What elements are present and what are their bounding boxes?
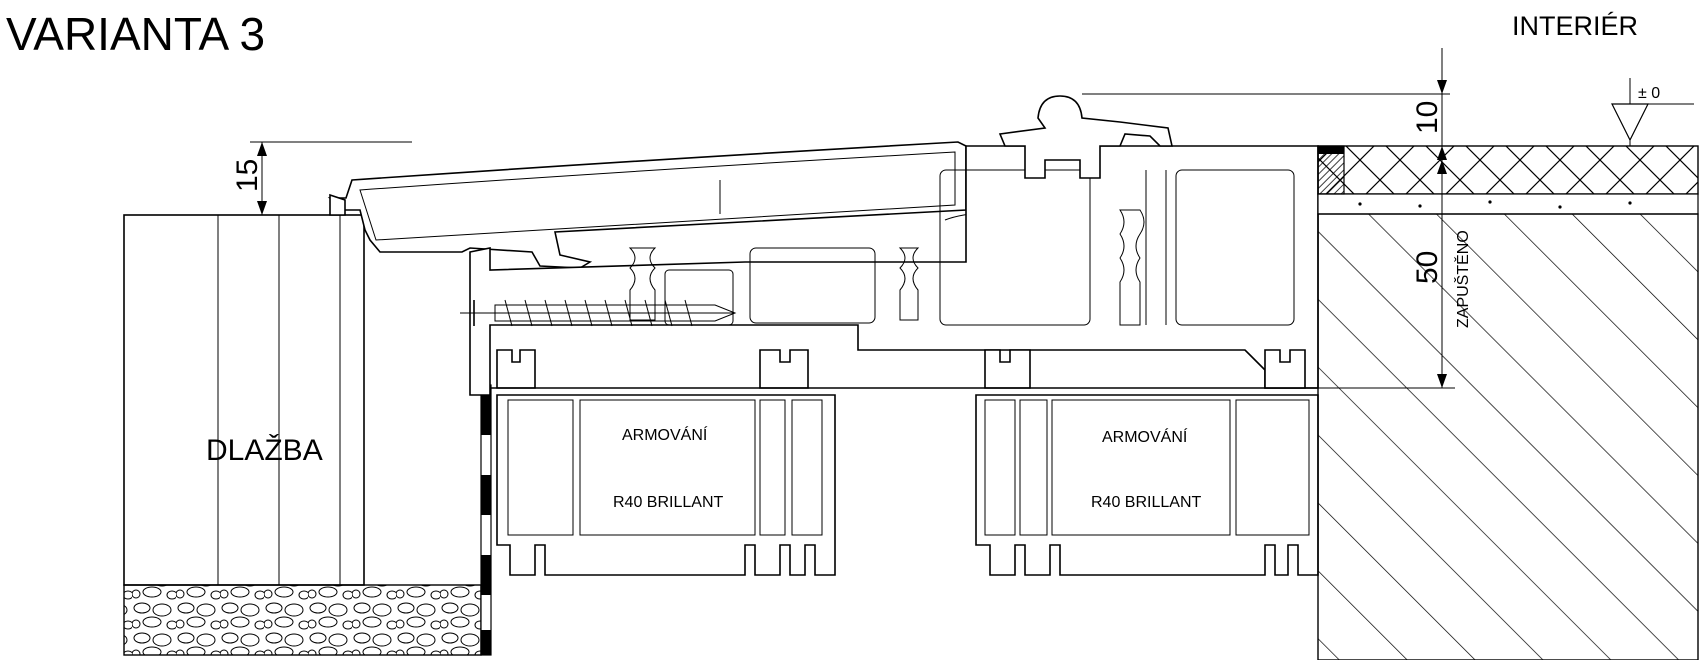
tile-block <box>123 214 365 586</box>
clip-rail <box>490 349 1318 389</box>
drawing-title: VARIANTA 3 <box>6 8 265 60</box>
profile-right-reinforcement: ARMOVÁNÍ <box>1102 427 1188 446</box>
sill-ramp <box>327 141 991 269</box>
profile-left-type: R40 BRILLANT <box>613 494 723 511</box>
screw <box>460 299 737 327</box>
interior-label: INTERIÉR <box>1512 11 1638 41</box>
frame-profile <box>469 95 1319 396</box>
dimension-top-value: 10 <box>1411 101 1444 134</box>
profile-left-reinforcement: ARMOVÁNÍ <box>622 425 708 444</box>
dimension-left-value: 15 <box>231 159 264 192</box>
recess-label: ZAPUŠTĚNO <box>1453 230 1472 328</box>
dimension-left <box>124 141 412 216</box>
dimension-top <box>1082 48 1450 160</box>
profile-right-type: R40 BRILLANT <box>1091 494 1201 511</box>
level-mark <box>1611 78 1694 146</box>
edge-strip <box>480 384 492 656</box>
gravel-bed <box>123 584 482 656</box>
dimension-right <box>1318 146 1455 389</box>
profile-left <box>496 394 836 576</box>
tile-label: DLAŽBA <box>206 434 323 467</box>
interior-floor <box>1317 145 1699 660</box>
level-mark-value: ± 0 <box>1638 85 1660 102</box>
profile-right <box>975 394 1319 576</box>
dimension-right-value: 50 <box>1411 251 1444 284</box>
